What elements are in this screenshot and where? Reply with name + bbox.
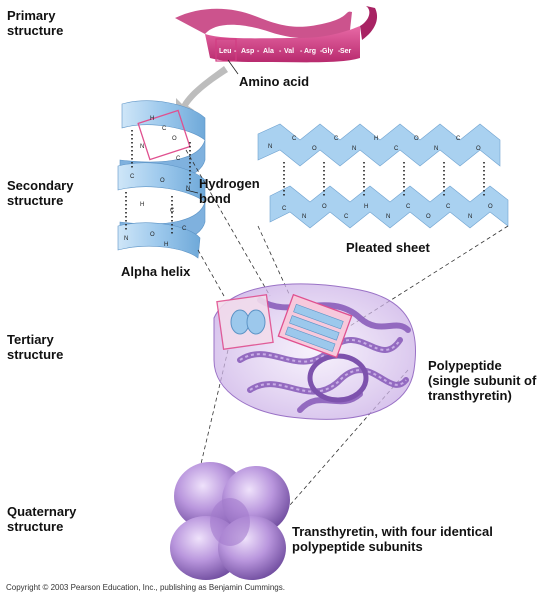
svg-text:C: C <box>446 204 451 210</box>
svg-text:O: O <box>426 214 431 220</box>
svg-text:N: N <box>302 214 306 220</box>
svg-text:C: C <box>456 136 461 142</box>
svg-text:H: H <box>364 204 368 210</box>
svg-text:C: C <box>334 136 339 142</box>
copyright-notice: Copyright © 2003 Pearson Education, Inc.… <box>6 583 285 592</box>
amino-acid-asp: Asp <box>241 48 254 55</box>
svg-text:O: O <box>172 136 177 142</box>
svg-text:N: N <box>434 146 438 152</box>
svg-text:N: N <box>268 144 272 150</box>
amino-acid-arg: Arg <box>304 48 316 55</box>
svg-text:-: - <box>300 48 303 55</box>
svg-text:H: H <box>164 242 168 248</box>
svg-text:H: H <box>374 136 378 142</box>
svg-text:O: O <box>488 204 493 210</box>
svg-text:N: N <box>352 146 356 152</box>
amino-acid-val: Val <box>284 48 294 55</box>
svg-text:-: - <box>320 48 323 55</box>
svg-text:C: C <box>170 208 175 214</box>
svg-text:-: - <box>234 48 237 55</box>
svg-text:C: C <box>162 126 167 132</box>
amino-acid-sequence: Leu-Asp-Ala-Val-Arg-Gly-Ser <box>219 48 352 55</box>
svg-text:C: C <box>344 214 349 220</box>
svg-text:C: C <box>130 174 135 180</box>
svg-text:N: N <box>124 236 128 242</box>
amino-acid-ala: Ala <box>263 48 274 55</box>
pleated-sheet-label: Pleated sheet <box>346 240 430 255</box>
svg-text:N: N <box>386 214 390 220</box>
svg-text:C: C <box>406 204 411 210</box>
amino-acid-highlight <box>215 38 237 62</box>
secondary-structure-label: Secondary structure <box>7 178 74 208</box>
svg-text:H: H <box>150 116 154 122</box>
svg-text:-: - <box>279 48 282 55</box>
svg-text:C: C <box>394 146 399 152</box>
svg-text:-: - <box>257 48 260 55</box>
svg-text:H: H <box>140 202 144 208</box>
svg-text:O: O <box>160 178 165 184</box>
amino-acid-label: Amino acid <box>239 74 310 89</box>
transthyretin-label: Transthyretin, with four identical polyp… <box>292 524 493 554</box>
alpha-helix-label: Alpha helix <box>121 264 191 279</box>
svg-text:O: O <box>322 204 327 210</box>
amino-acid-leader <box>227 59 239 75</box>
svg-text:C: C <box>176 156 181 162</box>
svg-text:N: N <box>140 144 144 150</box>
svg-text:C: C <box>292 136 297 142</box>
alpha-helix: HCO NCC ONH CNO CH <box>117 100 206 259</box>
primary-ribbon: Leu-Asp-Ala-Val-Arg-Gly-Ser <box>175 6 378 63</box>
amino-acid-ser: Ser <box>340 48 352 55</box>
svg-text:O: O <box>150 232 155 238</box>
svg-text:-: - <box>338 48 341 55</box>
primary-structure-label: Primary structure <box>7 8 64 38</box>
svg-text:C: C <box>282 206 287 212</box>
svg-text:N: N <box>186 186 190 192</box>
svg-text:O: O <box>414 136 419 142</box>
quaternary-structure-label: Quaternary structure <box>7 504 77 534</box>
quaternary-transthyretin <box>170 462 290 580</box>
svg-text:O: O <box>312 146 317 152</box>
amino-acid-leu: Leu <box>219 48 231 55</box>
polypeptide-label: Polypeptide (single subunit of transthyr… <box>428 358 537 403</box>
amino-acid-gly: Gly <box>322 48 333 55</box>
pleated-sheet: N C O C N H C O N C O C N O C H N C O C N O <box>257 123 509 229</box>
svg-text:O: O <box>476 146 481 152</box>
tertiary-polypeptide <box>213 283 417 420</box>
tertiary-structure-label: Tertiary structure <box>7 332 64 362</box>
curved-arrow <box>176 66 228 118</box>
hydrogen-bond-label: Hydrogen bond <box>199 176 260 206</box>
svg-text:C: C <box>182 226 187 232</box>
svg-text:N: N <box>468 214 472 220</box>
